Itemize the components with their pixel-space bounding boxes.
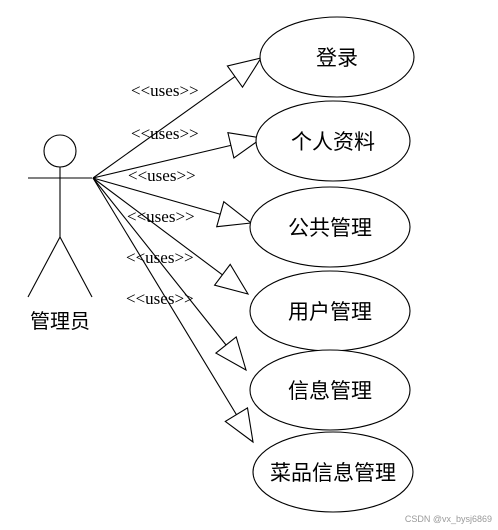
- use-case-ellipse[interactable]: [249, 349, 411, 431]
- use-case-label: 公共管理: [288, 216, 372, 240]
- watermark: CSDN @vx_bysj6869: [405, 514, 492, 524]
- actor-head: [43, 134, 77, 168]
- use-case-label: 信息管理: [288, 379, 372, 403]
- generalization-arrowhead: [213, 263, 250, 295]
- use-case-ellipse[interactable]: [249, 186, 411, 268]
- generalization-arrowhead: [226, 57, 263, 89]
- association-line: [92, 177, 227, 346]
- association-line: [92, 144, 231, 179]
- stereotype-label: <<uses>>: [127, 207, 195, 226]
- use-case[interactable]: 信息管理: [249, 349, 411, 431]
- association-line: [92, 177, 237, 415]
- generalization-arrowhead: [224, 407, 254, 444]
- use-case[interactable]: 用户管理: [249, 270, 411, 352]
- actor-label: 管理员: [30, 309, 90, 333]
- use-case[interactable]: 个人资料: [255, 100, 411, 182]
- use-case[interactable]: 登录: [259, 16, 415, 98]
- use-case-ellipse[interactable]: [259, 16, 415, 98]
- actor: 管理员: [27, 134, 93, 333]
- stereotype-label: <<uses>>: [126, 289, 194, 308]
- association-line: [92, 177, 223, 276]
- generalization-arrowhead: [227, 132, 264, 159]
- stereotype-label: <<uses>>: [131, 81, 199, 100]
- use-case[interactable]: 菜品信息管理: [252, 431, 414, 513]
- use-case-label: 用户管理: [288, 300, 372, 324]
- use-case-ellipse[interactable]: [252, 431, 414, 513]
- association-lines: [92, 76, 237, 415]
- generalization-arrowhead: [214, 335, 247, 372]
- arrowheads: [213, 57, 264, 444]
- actor-right-leg: [59, 236, 93, 298]
- use-case-label: 菜品信息管理: [270, 461, 396, 485]
- use-case-label: 登录: [316, 46, 358, 70]
- stereotype-label: <<uses>>: [131, 124, 199, 143]
- actor-left-leg: [27, 236, 61, 298]
- generalization-arrowhead: [215, 200, 253, 228]
- stereotype-label: <<uses>>: [126, 248, 194, 267]
- use-case[interactable]: 公共管理: [249, 186, 411, 268]
- association-line: [92, 177, 221, 215]
- use-case-ellipse[interactable]: [255, 100, 411, 182]
- stereotype-label: <<uses>>: [128, 166, 196, 185]
- use-case-label: 个人资料: [291, 130, 375, 154]
- association-line: [92, 76, 236, 179]
- stereotype-labels: <<uses>> <<uses>> <<uses>> <<uses>> <<uses>>…: [126, 81, 199, 308]
